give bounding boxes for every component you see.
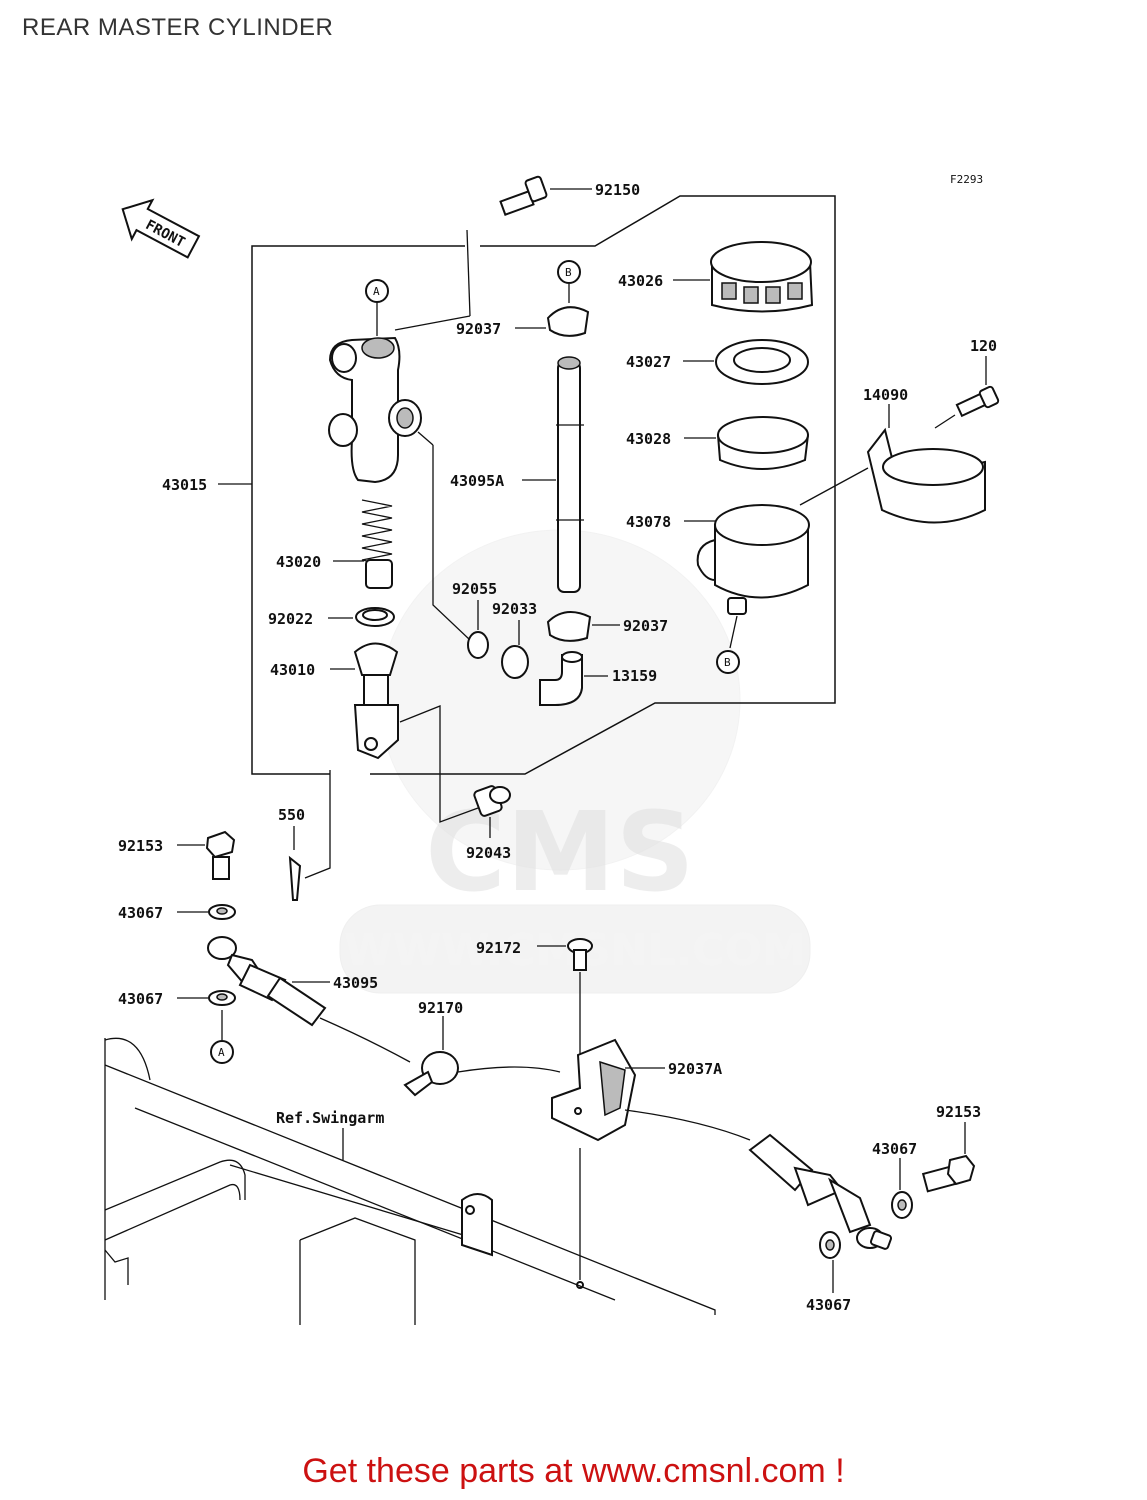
bracket-14090 bbox=[866, 404, 986, 524]
reservoir-43078 bbox=[684, 467, 869, 649]
brake-hose-43095 bbox=[207, 936, 411, 1063]
ring-92022 bbox=[328, 607, 395, 627]
label-550[interactable]: 550 bbox=[278, 806, 305, 824]
label-43010[interactable]: 43010 bbox=[270, 661, 315, 679]
elbow-13159 bbox=[539, 651, 608, 706]
boot-92043 bbox=[473, 785, 511, 838]
swingarm-reference bbox=[104, 1037, 716, 1325]
label-43095[interactable]: 43095 bbox=[333, 974, 378, 992]
o-ring-92055 bbox=[467, 600, 489, 659]
watermark-logo: CMS bbox=[425, 788, 694, 916]
label-43067-c[interactable]: 43067 bbox=[872, 1140, 917, 1158]
label-43067-a[interactable]: 43067 bbox=[118, 904, 163, 922]
label-43078[interactable]: 43078 bbox=[626, 513, 671, 531]
washer-43067-c bbox=[891, 1158, 913, 1219]
banjo-bolt-92153-left bbox=[177, 830, 236, 880]
clamp-92170 bbox=[403, 1016, 561, 1097]
label-92055[interactable]: 92055 bbox=[452, 580, 497, 598]
callout-b-bottom: B bbox=[716, 650, 740, 674]
svg-text:B: B bbox=[565, 266, 572, 279]
banjo-bolt-92153-right bbox=[921, 1122, 976, 1193]
svg-text:B: B bbox=[724, 656, 731, 669]
label-13159[interactable]: 13159 bbox=[612, 667, 657, 685]
label-92037-mid[interactable]: 92037 bbox=[623, 617, 668, 635]
label-92037-top[interactable]: 92037 bbox=[456, 320, 501, 338]
washer-43067-a bbox=[177, 904, 236, 920]
label-43026[interactable]: 43026 bbox=[618, 272, 663, 290]
label-14090[interactable]: 14090 bbox=[863, 386, 908, 404]
label-92172[interactable]: 92172 bbox=[476, 939, 521, 957]
footer-link[interactable]: Get these parts at www.cmsnl.com ! bbox=[302, 1452, 845, 1490]
reservoir-cap-43026 bbox=[673, 241, 814, 313]
callout-a-top: A bbox=[365, 279, 389, 336]
label-43028[interactable]: 43028 bbox=[626, 430, 671, 448]
spring-43020 bbox=[333, 499, 393, 589]
label-43020[interactable]: 43020 bbox=[276, 553, 321, 571]
front-arrow-icon: FRONT bbox=[121, 198, 201, 259]
callout-a-bottom: A bbox=[210, 1010, 234, 1064]
label-92170[interactable]: 92170 bbox=[418, 999, 463, 1017]
callout-b-top: B bbox=[557, 260, 581, 284]
label-92033[interactable]: 92033 bbox=[492, 600, 537, 618]
label-92043[interactable]: 92043 bbox=[466, 844, 511, 862]
svg-text:A: A bbox=[218, 1046, 225, 1059]
label-92022[interactable]: 92022 bbox=[268, 610, 313, 628]
screw-92172 bbox=[537, 938, 593, 1055]
page-title: REAR MASTER CYLINDER bbox=[22, 14, 334, 41]
diaphragm-43028 bbox=[684, 416, 810, 470]
label-92153-left[interactable]: 92153 bbox=[118, 837, 163, 855]
bolt-92150 bbox=[394, 175, 592, 331]
hose-43095a bbox=[522, 356, 584, 593]
washer-43067-b bbox=[177, 990, 236, 1006]
label-92150[interactable]: 92150 bbox=[595, 181, 640, 199]
piston-43010 bbox=[330, 642, 479, 823]
label-43027[interactable]: 43027 bbox=[626, 353, 671, 371]
clamp-92037-top bbox=[515, 284, 590, 337]
label-43095a[interactable]: 43095A bbox=[450, 472, 504, 490]
label-43015[interactable]: 43015 bbox=[162, 476, 207, 494]
label-43067-d[interactable]: 43067 bbox=[806, 1296, 851, 1314]
snap-ring-92033 bbox=[501, 620, 529, 679]
label-92153-right[interactable]: 92153 bbox=[936, 1103, 981, 1121]
label-ref-swingarm: Ref.Swingarm bbox=[276, 1109, 384, 1127]
bolt-120 bbox=[934, 356, 1000, 429]
label-43067-b[interactable]: 43067 bbox=[118, 990, 163, 1008]
clamp-92037a bbox=[551, 1038, 751, 1289]
clamp-92037-mid bbox=[546, 611, 620, 642]
svg-text:A: A bbox=[373, 285, 380, 298]
master-cylinder-body bbox=[328, 336, 471, 641]
brake-hose-right bbox=[748, 1133, 893, 1250]
pin-550 bbox=[288, 770, 331, 901]
figure-code: F2293 bbox=[950, 173, 983, 186]
washer-43067-d bbox=[819, 1231, 841, 1293]
plate-43027 bbox=[683, 339, 809, 385]
assembly-frame bbox=[251, 195, 836, 775]
label-92037a[interactable]: 92037A bbox=[668, 1060, 722, 1078]
label-120[interactable]: 120 bbox=[970, 337, 997, 355]
